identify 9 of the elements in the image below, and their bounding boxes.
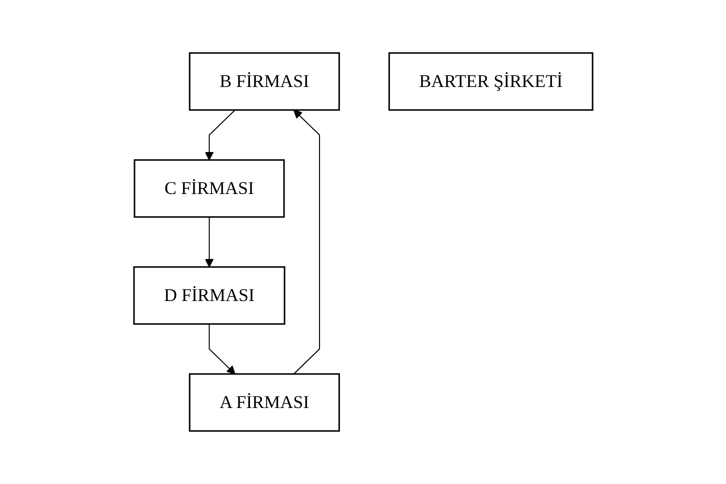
node-box: A FİRMASI (188, 373, 340, 432)
node-box: B FİRMASI (188, 52, 340, 111)
arrow (204, 110, 236, 160)
arrow (204, 216, 214, 268)
arrow (208, 324, 236, 374)
node-box: C FİRMASI (133, 159, 284, 218)
arrow (292, 110, 320, 374)
node-box: BARTER ŞİRKETİ (388, 52, 594, 111)
node-box: D FİRMASI (132, 266, 285, 325)
